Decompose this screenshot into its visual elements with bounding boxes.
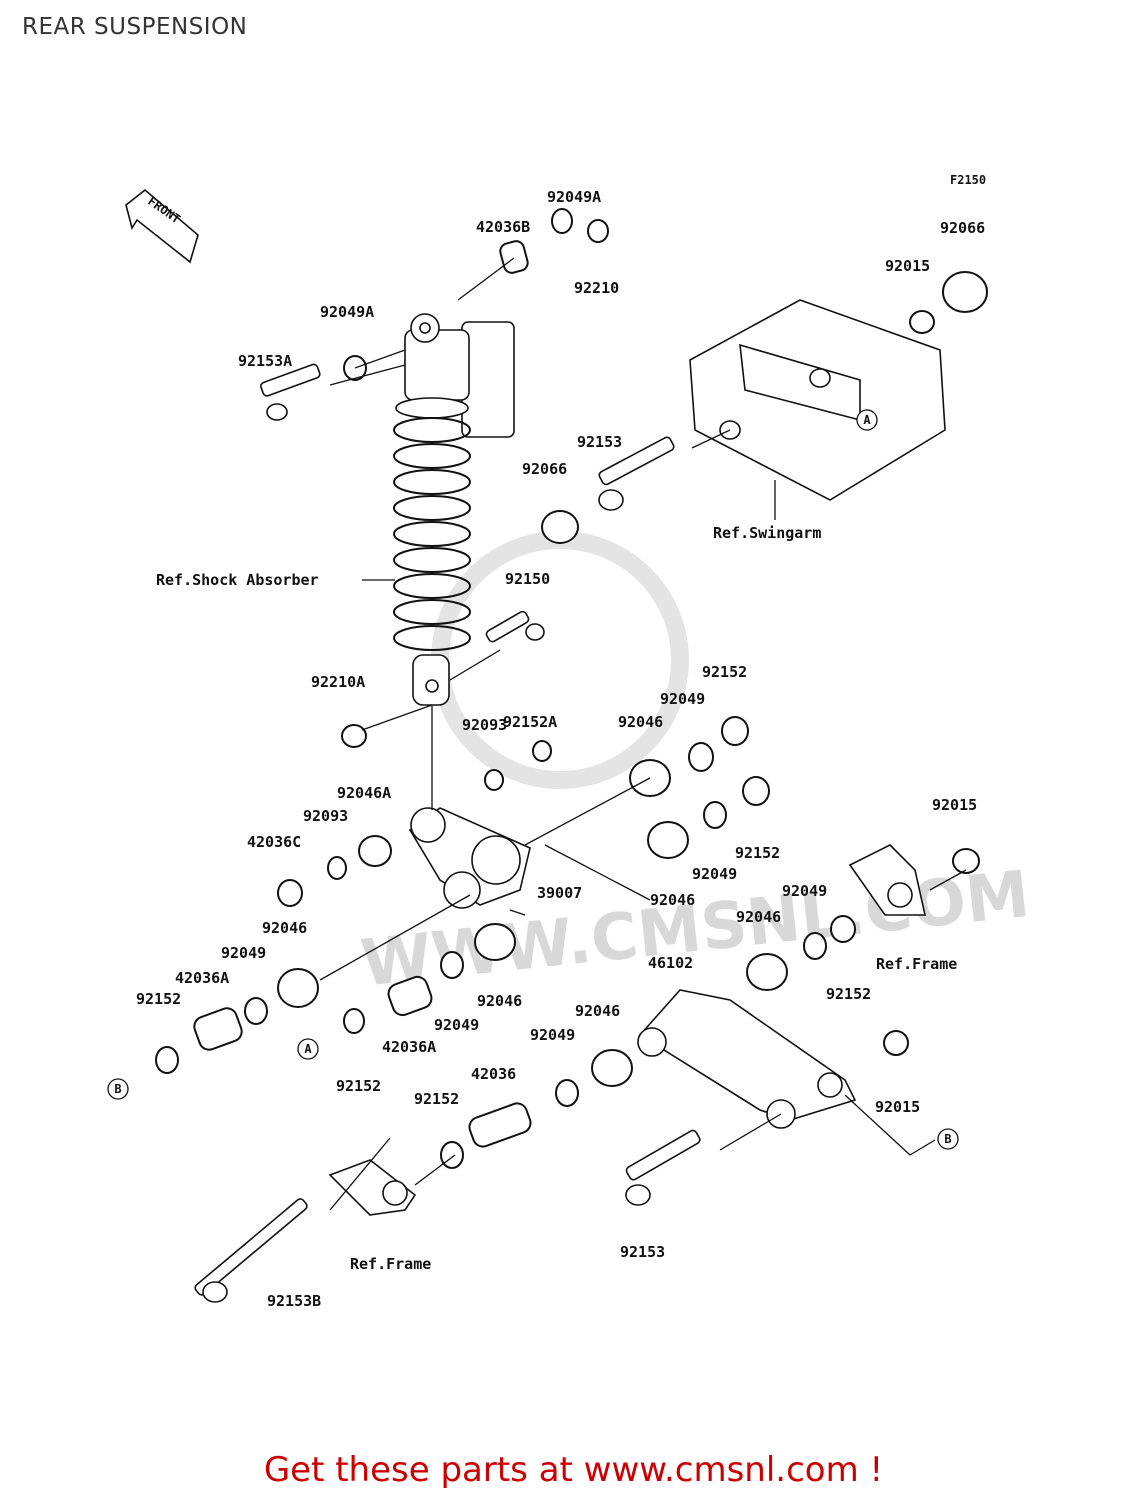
shock-absorber: [393, 313, 515, 706]
ref-shock-label: Ref.Shock Absorber: [156, 571, 319, 589]
connector-b-left: B: [107, 1078, 129, 1100]
bolt-92153-lower: [625, 1129, 701, 1206]
part-label: 92153A: [238, 352, 292, 370]
part-label: 92152A: [503, 713, 557, 731]
part-label: 92049: [782, 882, 827, 900]
part-label: 92046: [477, 992, 522, 1010]
part-label: 92153: [620, 1243, 665, 1261]
part-label: 39007: [537, 884, 582, 902]
part-label: 92049: [660, 690, 705, 708]
part-label: 42036A: [382, 1038, 436, 1056]
frame-bracket-right: [848, 844, 926, 916]
part-label: 46102: [648, 954, 693, 972]
part-label: 92046: [618, 713, 663, 731]
part-label: 92210: [574, 279, 619, 297]
part-label: 92152: [336, 1077, 381, 1095]
part-label: 92049: [434, 1016, 479, 1034]
part-label: 92015: [932, 796, 977, 814]
bolt-92153A: [260, 363, 321, 421]
frame-bracket-left: [328, 1159, 417, 1216]
part-label: 92152: [136, 990, 181, 1008]
bolt-92153-upper: [598, 436, 675, 511]
part-label: 42036: [471, 1065, 516, 1083]
tie-rod: [637, 989, 857, 1129]
part-label: 92210A: [311, 673, 365, 691]
part-label: 92066: [522, 460, 567, 478]
connector-a-swingarm: A: [856, 409, 878, 431]
bolt-92153B: [194, 1198, 308, 1303]
part-label: 92046: [736, 908, 781, 926]
part-label: 92049: [221, 944, 266, 962]
page-title: REAR SUSPENSION: [22, 14, 248, 40]
part-label: 92152: [735, 844, 780, 862]
part-label: 92153: [577, 433, 622, 451]
part-label: 92046: [575, 1002, 620, 1020]
front-arrow-icon: FRONT: [125, 188, 199, 264]
rocker-arm: [408, 807, 531, 909]
figure-code: F2150: [950, 173, 986, 187]
ref-frame-right-label: Ref.Frame: [876, 955, 957, 973]
part-label: 92152: [702, 663, 747, 681]
watermark: WWW.CMSNL.COM: [358, 531, 1033, 1002]
ref-swingarm-label: Ref.Swingarm: [713, 524, 821, 542]
part-label: 92046: [650, 891, 695, 909]
part-label: 92046: [262, 919, 307, 937]
part-label: 92049A: [320, 303, 374, 321]
svg-text:B: B: [114, 1082, 121, 1096]
part-label: 92152: [826, 985, 871, 1003]
part-label: 92015: [885, 257, 930, 275]
part-label: 42036B: [476, 218, 530, 236]
ref-frame-left-label: Ref.Frame: [350, 1255, 431, 1273]
connector-a-left: A: [297, 1038, 319, 1060]
svg-text:A: A: [863, 413, 871, 427]
part-label: 92153B: [267, 1292, 321, 1310]
part-label: 92152: [414, 1090, 459, 1108]
small-parts: [155, 208, 988, 1169]
part-label: 92046A: [337, 784, 391, 802]
svg-text:B: B: [944, 1132, 951, 1146]
svg-text:A: A: [304, 1042, 312, 1056]
leader-lines: [319, 257, 967, 1211]
shock-spring: [393, 417, 471, 651]
bolt-92150: [485, 610, 545, 643]
part-label: 42036A: [175, 969, 229, 987]
part-label: 92015: [875, 1098, 920, 1116]
part-labels: 92049A 42036B 92210 92066 92015 92049A 9…: [136, 188, 985, 1310]
part-label: 92066: [940, 219, 985, 237]
part-label: 92049: [692, 865, 737, 883]
connector-b-right: B: [937, 1128, 959, 1150]
swingarm: [689, 299, 946, 520]
part-label: 92093: [462, 716, 507, 734]
footer-link[interactable]: Get these parts at www.cmsnl.com !: [263, 1450, 884, 1490]
part-label: 92150: [505, 570, 550, 588]
part-label: 92049A: [547, 188, 601, 206]
part-label: 42036C: [247, 833, 301, 851]
part-label: 92049: [530, 1026, 575, 1044]
part-label: 92093: [303, 807, 348, 825]
